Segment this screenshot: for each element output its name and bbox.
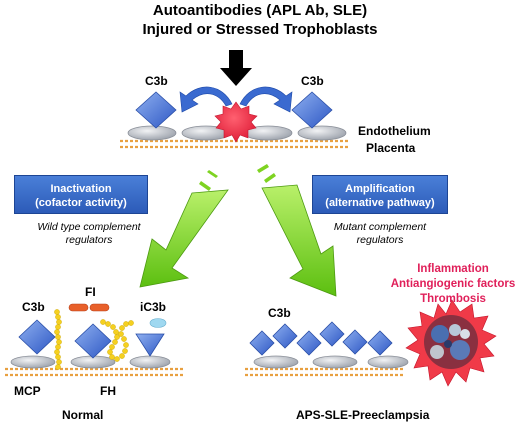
trigger-title-line1: Autoantibodies (APL Ab, SLE) — [152, 2, 368, 19]
green-arrow-left — [139, 170, 229, 288]
factor-i-icon — [68, 303, 110, 312]
inactivation-line1: Inactivation — [50, 183, 112, 195]
mutant-caption: Mutant complement regulators — [312, 221, 448, 247]
aps-receptor-ellipse — [367, 355, 409, 369]
effect-inflammation: Inflammation — [417, 263, 489, 275]
c3b-diamond-icon — [319, 321, 345, 347]
green-arrow-right — [257, 164, 337, 297]
normal-label: Normal — [62, 408, 104, 422]
amplification-line1: Amplification — [345, 183, 415, 195]
inflammation-starburst-icon — [405, 299, 497, 387]
amplification-curved-arrows — [179, 86, 293, 113]
aps-receptor-ellipse — [253, 355, 299, 369]
c3b-diamond-icon — [296, 330, 322, 356]
aps-membrane — [245, 367, 405, 377]
normal-c3b-label: C3b — [22, 300, 45, 314]
c3b-label: C3b — [145, 74, 168, 88]
placenta-label: Placenta — [366, 141, 416, 155]
normal-receptor-ellipse — [10, 355, 56, 369]
wild-type-caption-line2: regulators — [65, 234, 113, 246]
mcp-bead-chain — [54, 309, 62, 370]
c3b-diamond-icon — [135, 91, 177, 129]
effect-thrombosis: Thrombosis — [420, 293, 486, 305]
c3b-diamond-icon — [272, 323, 298, 349]
trigger-title-line2: Injured or Stressed Trophoblasts — [142, 21, 378, 38]
c3b-diamond-icon — [342, 329, 368, 355]
wild-type-caption: Wild type complement regulators — [14, 221, 164, 247]
fi-label: FI — [85, 285, 96, 299]
normal-receptor-ellipse — [129, 355, 171, 369]
cleaved-fragment-icon — [149, 318, 167, 328]
endothelium-label: Endothelium — [358, 124, 431, 138]
inactivation-line2: (cofactor activity) — [35, 197, 127, 209]
activation-starburst-icon — [214, 101, 258, 143]
c3b-diamond-icon — [249, 330, 275, 356]
effects-list: Inflammation Antiangiogenic factors Thro… — [386, 262, 520, 307]
c3b-diamond-icon — [18, 319, 56, 355]
amplification-box: Amplification (alternative pathway) — [312, 175, 448, 214]
mutant-caption-line1: Mutant complement — [333, 221, 427, 233]
down-arrow-icon — [220, 50, 252, 86]
amplification-line2: (alternative pathway) — [325, 197, 435, 209]
normal-membrane — [5, 367, 185, 377]
top-receptor-ellipse — [127, 125, 177, 141]
top-receptor-ellipse — [297, 125, 347, 141]
c3b-diamond-icon — [74, 323, 112, 359]
fh-label: FH — [100, 384, 116, 398]
wild-type-caption-line1: Wild type complement — [37, 221, 141, 233]
c3b-diamond-icon — [367, 330, 393, 356]
aps-c3b-label: C3b — [268, 306, 291, 320]
top-membrane — [120, 139, 350, 149]
ic3b-label: iC3b — [140, 300, 167, 314]
aps-receptor-ellipse — [312, 355, 358, 369]
aps-label: APS-SLE-Preeclampsia — [296, 408, 430, 422]
ic3b-cleaved-icon — [135, 333, 165, 357]
mutant-caption-line2: regulators — [356, 234, 404, 246]
mcp-label: MCP — [14, 384, 41, 398]
inactivation-box: Inactivation (cofactor activity) — [14, 175, 148, 214]
fh-bead-chain — [100, 319, 134, 362]
c3b-label: C3b — [301, 74, 324, 88]
c3b-diamond-icon — [291, 91, 333, 129]
effect-antiangiogenic: Antiangiogenic factors — [390, 278, 516, 290]
